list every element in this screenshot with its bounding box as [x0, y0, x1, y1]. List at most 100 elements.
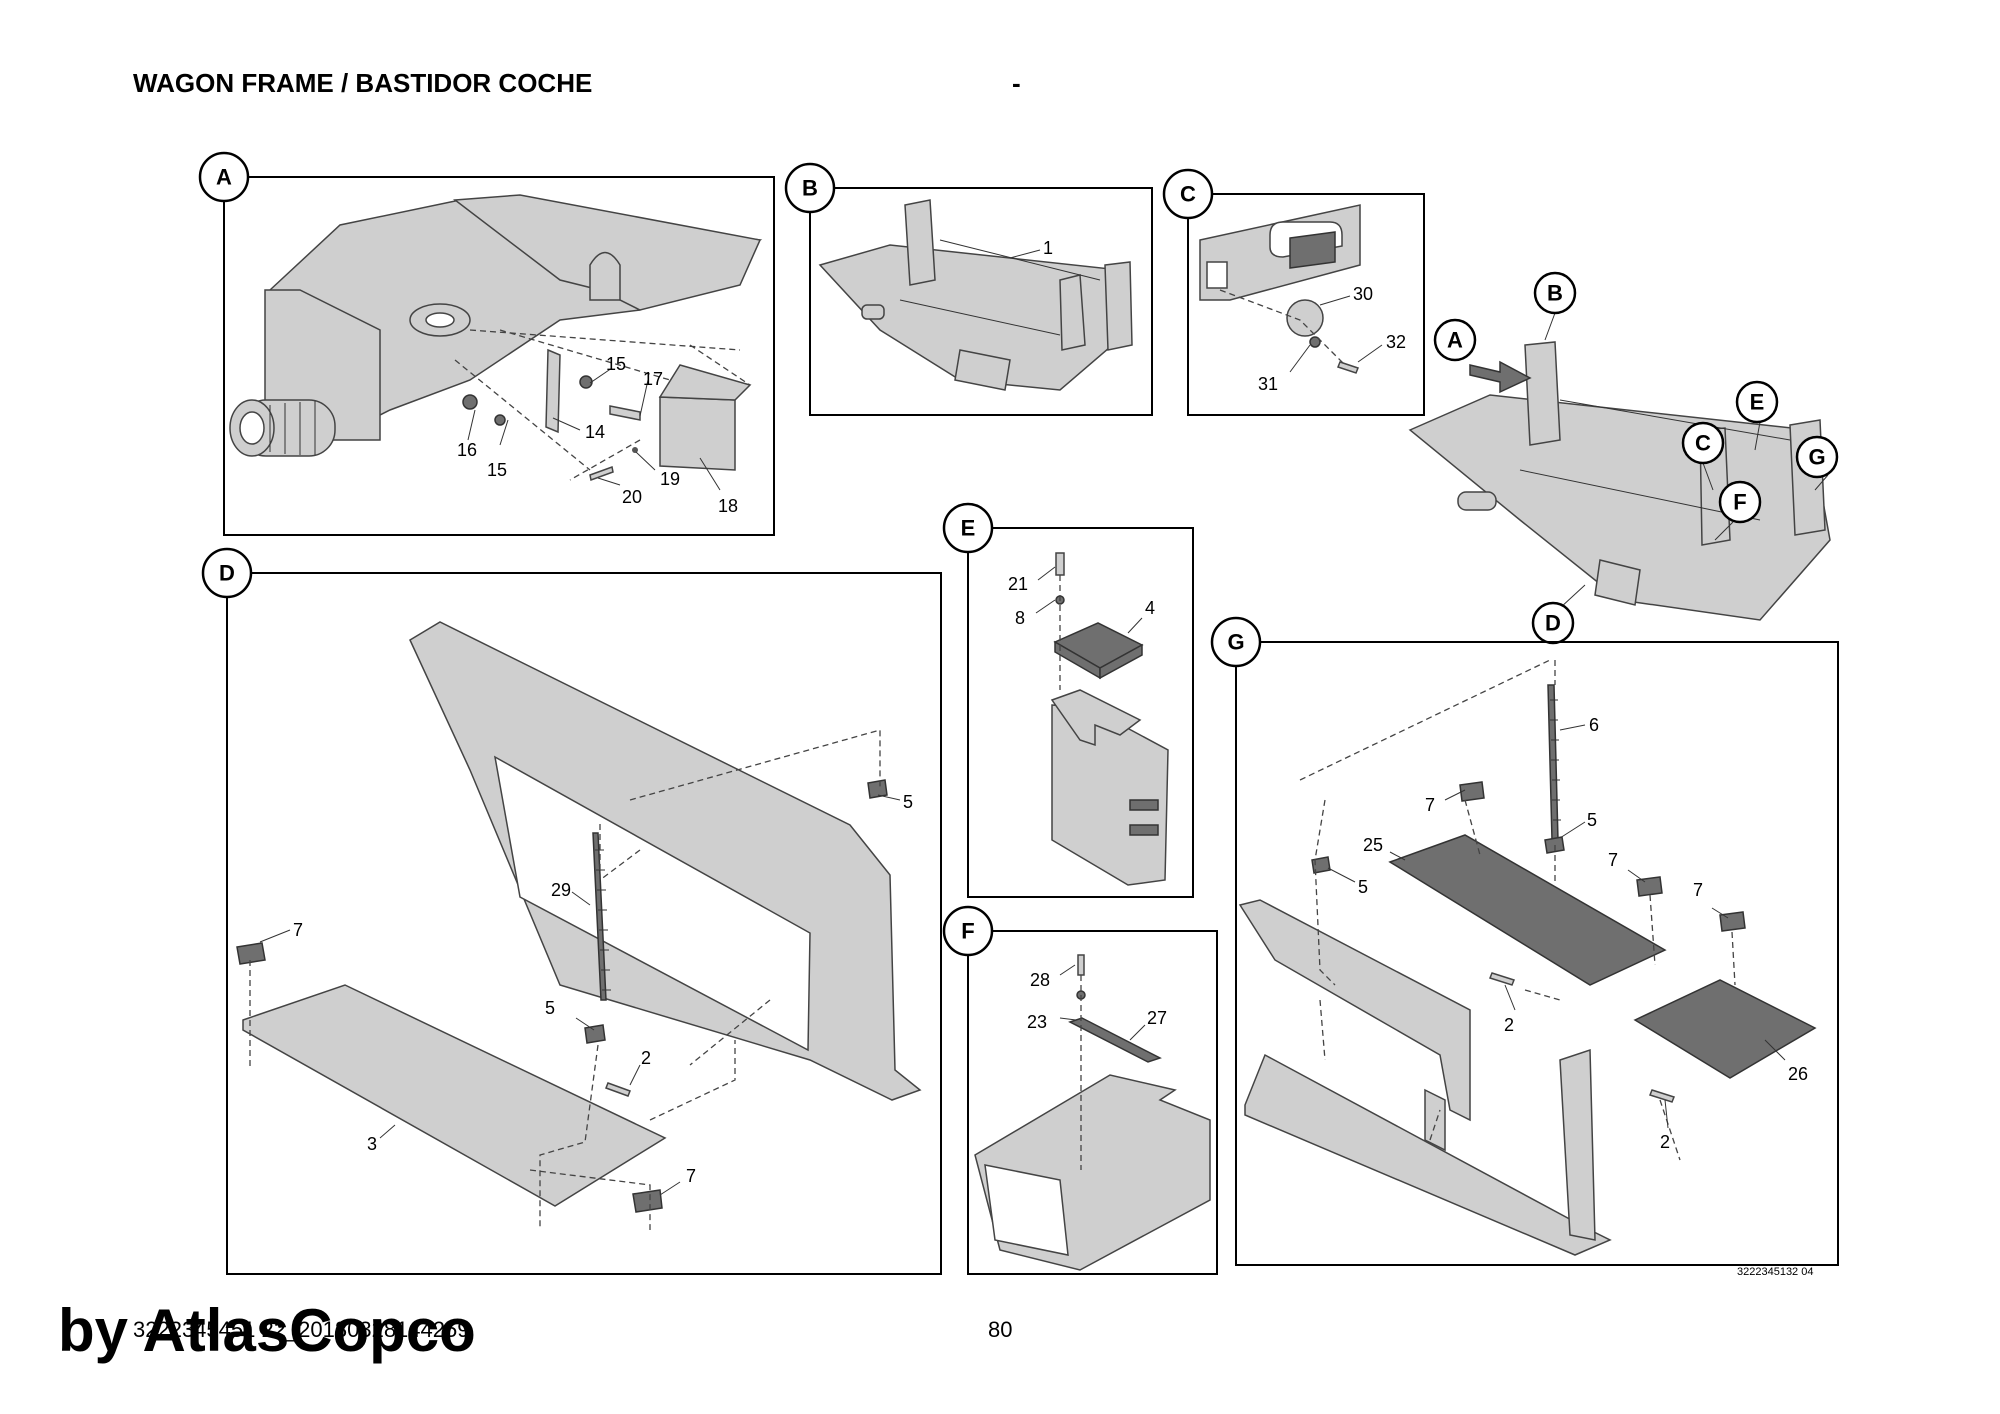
assembly-lines: [454, 329, 751, 481]
overview-badge-g: [1795, 435, 1839, 479]
part-7-latch: [236, 942, 266, 965]
part-26-plate: [1633, 979, 1817, 1079]
overview-hopper: [1594, 559, 1641, 606]
part-17-bolt: [609, 405, 641, 421]
overview-badge-b-label: B: [1547, 281, 1563, 306]
page-title: WAGON FRAME / BASTIDOR COCHE: [133, 68, 593, 98]
detail-badge-b: [784, 162, 836, 214]
detail-badge-e-label: E: [961, 516, 976, 541]
part-30-cover: [1286, 299, 1324, 337]
callout-4: 4: [1145, 598, 1155, 618]
callout-23: 23: [1027, 1012, 1047, 1032]
part-6-chain: [1547, 684, 1559, 841]
overview-post-left: [1524, 341, 1561, 446]
part-7-latch: [1459, 781, 1485, 802]
callout-7: 7: [686, 1166, 696, 1186]
detail-c: 30 31 32 C: [1162, 168, 1425, 416]
bracket-slot: [1129, 799, 1159, 811]
detail-badge-f-label: F: [961, 919, 974, 944]
callout-30: 30: [1353, 284, 1373, 304]
overview-badge-f: [1718, 480, 1762, 524]
overview-badge-e: [1735, 380, 1779, 424]
part-18-box: [659, 396, 736, 471]
side-rail-post: [1559, 1048, 1596, 1241]
callout-15: 15: [487, 460, 507, 480]
side-wall-opening: [493, 755, 811, 1052]
callout-26: 26: [1788, 1064, 1808, 1084]
callout-7: 7: [1425, 795, 1435, 815]
assembly-lines: [1219, 289, 1346, 366]
callout-5: 5: [1358, 877, 1368, 897]
callout-7: 7: [293, 920, 303, 940]
detail-g-frame: [1235, 641, 1839, 1266]
callout-7: 7: [1693, 880, 1703, 900]
part-16-nut: [462, 394, 478, 410]
callout-6: 6: [1589, 715, 1599, 735]
duct-opening: [984, 1164, 1069, 1256]
detail-e: 21 8 4 E: [942, 502, 1194, 898]
callout-2: 2: [1660, 1132, 1670, 1152]
part-5-clip: [867, 779, 888, 799]
callout-3: 3: [367, 1134, 377, 1154]
detail-c-frame: [1187, 193, 1425, 416]
callout-15: 15: [606, 354, 626, 374]
side-rail-lower: [1244, 1053, 1612, 1256]
callout-31: 31: [1258, 374, 1278, 394]
part-2-bolt: [1649, 1089, 1675, 1103]
callout-25: 25: [1363, 835, 1383, 855]
document-reference: 3222345451 22_20180328144259: [133, 1317, 470, 1342]
detail-badge-c-label: C: [1180, 182, 1196, 207]
detail-e-frame: [967, 527, 1194, 898]
part-19-washer: [632, 447, 638, 453]
overview-badge-g-label: G: [1808, 445, 1825, 470]
detail-a: 15 17 14 16 15 19 20 18 A: [198, 151, 775, 536]
overview-wagon-frame: A B C E F G D: [1408, 271, 1839, 645]
detail-d-frame: [226, 572, 942, 1275]
part-31-washer: [1309, 336, 1321, 348]
leader-lines: [1327, 724, 1786, 1129]
callout-2: 2: [1504, 1015, 1514, 1035]
callout-5: 5: [903, 792, 913, 812]
bracket-slot: [1129, 824, 1159, 836]
mount-bracket: [1051, 704, 1169, 886]
overview-badge-a: [1433, 318, 1477, 362]
part-7-latch: [1636, 876, 1663, 897]
overview-badge-c: [1681, 421, 1725, 465]
callout-20: 20: [622, 487, 642, 507]
wagon-frame-rails: [899, 239, 1101, 336]
part-7-latch: [632, 1189, 663, 1213]
side-rail-upper: [1238, 899, 1471, 1122]
callout-14: 14: [585, 422, 605, 442]
drawing-number: 3222345132 04: [1737, 1266, 1814, 1278]
callout-19: 19: [660, 469, 680, 489]
overview-arrow: [1469, 360, 1532, 394]
part-4-plate-edge: [1099, 643, 1143, 680]
detail-badge-a: [198, 151, 250, 203]
assembly-lines: [249, 729, 881, 1230]
detail-badge-g: [1210, 616, 1262, 668]
detail-a-frame: [223, 176, 775, 536]
leader-lines: [1289, 295, 1383, 373]
part-20-screw: [589, 465, 614, 482]
detail-b: 1 B: [784, 162, 1153, 416]
wagon-frame-hopper: [954, 349, 1011, 391]
frame-port: [1206, 261, 1228, 289]
overview-badge-a-label: A: [1447, 328, 1463, 353]
part-32-screw: [1337, 361, 1359, 374]
callout-28: 28: [1030, 970, 1050, 990]
detail-badge-e: [942, 502, 994, 554]
detail-badge-f: [942, 905, 994, 957]
callout-16: 16: [457, 440, 477, 460]
page-number: 80: [988, 1317, 1013, 1342]
detail-g: 6 7 5 25 7 5 7 2 26 2 G: [1210, 616, 1839, 1266]
header-dash: -: [1012, 68, 1021, 98]
leader-lines: [1035, 566, 1143, 634]
callout-17: 17: [643, 369, 663, 389]
part-2-bolt: [605, 1082, 631, 1097]
detail-badge-c: [1162, 168, 1214, 220]
bracket-notch: [589, 251, 621, 301]
leader-lines: [467, 367, 721, 491]
overview-badge-b: [1533, 271, 1577, 315]
overview-badge-e-label: E: [1750, 390, 1765, 415]
part-21-screw: [1055, 552, 1065, 576]
